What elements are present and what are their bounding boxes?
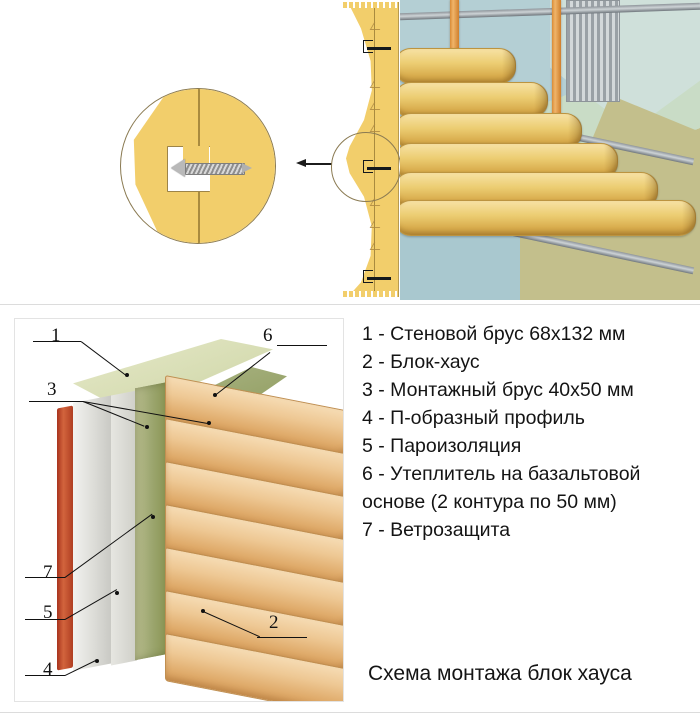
arrow-head	[296, 159, 306, 167]
detail-indicator-circle	[331, 132, 401, 202]
strip-torn-edge-bottom	[343, 291, 397, 297]
board-cross-section-strip	[331, 2, 401, 297]
log-plank	[400, 200, 696, 236]
callout-leader-2	[257, 637, 307, 639]
callout-dot-4	[95, 659, 99, 663]
strip-fastener-top	[363, 40, 391, 53]
bottom-panel: 1 3 6 7 5 4	[0, 306, 700, 721]
log-plank	[400, 82, 548, 118]
screw-bar-icon	[367, 277, 391, 281]
screw-bar-icon	[367, 47, 391, 51]
bottom-divider	[0, 712, 700, 713]
callout-dot-7	[151, 515, 155, 519]
callout-dot-3a	[145, 425, 149, 429]
wall-assembly-layers	[15, 319, 343, 701]
strip-torn-edge-top	[343, 2, 397, 8]
legend-item-3: 3 - Монтажный брус 40х50 мм	[362, 379, 634, 401]
screw-thread-icon	[185, 163, 245, 175]
figure-caption: Схема монтажа блок хауса	[368, 662, 632, 685]
zoom-arrow-icon	[296, 159, 332, 168]
callout-label-2: 2	[269, 612, 279, 633]
callout-label-7: 7	[43, 562, 53, 583]
log-plank	[400, 48, 516, 84]
callout-dot-2	[201, 609, 205, 613]
legend-list: 1 - Стеновой брус 68х132 мм 2 - Блок-хау…	[362, 320, 692, 544]
bracket-icon	[363, 270, 373, 283]
vapour-barrier-layer	[73, 395, 113, 671]
legend-item-5: 5 - Пароизоляция	[362, 435, 522, 457]
u-profile-layer	[57, 405, 73, 671]
blockhouse-3d-render	[400, 0, 700, 300]
arrow-shaft	[304, 163, 332, 165]
vertical-batten	[552, 0, 561, 185]
callout-leader-5	[25, 619, 65, 621]
legend-item-7: 7 - Ветрозащита	[362, 519, 511, 541]
callout-dot-6	[213, 393, 217, 397]
screw-tip-icon	[242, 163, 252, 173]
strip-fastener-bottom	[363, 270, 391, 283]
screw-head-icon	[171, 159, 185, 177]
callout-leader-7	[25, 577, 65, 579]
callout-leader-3	[29, 401, 83, 403]
callout-leader-6	[277, 345, 327, 347]
callout-dot-3b	[207, 421, 211, 425]
wall-assembly-figure: 1 3 6 7 5 4	[14, 318, 344, 702]
callout-dot-5	[115, 591, 119, 595]
callout-leader-1	[33, 341, 81, 343]
top-illustration-panel	[0, 0, 700, 305]
panel-divider	[0, 304, 700, 305]
callout-label-1: 1	[51, 325, 61, 346]
legend-item-6-cont: основе (2 контура по 50 мм)	[362, 491, 617, 513]
legend-item-4: 4 - П-образный профиль	[362, 407, 585, 429]
callout-label-6: 6	[263, 325, 273, 346]
legend-item-1: 1 - Стеновой брус 68х132 мм	[362, 323, 626, 345]
callout-label-4: 4	[43, 659, 53, 680]
fastening-detail-circle	[120, 88, 276, 244]
blockhouse-siding	[165, 375, 343, 701]
callout-dot-1	[125, 373, 129, 377]
callout-leader-4	[25, 675, 65, 677]
bracket-icon	[363, 40, 373, 53]
callout-label-5: 5	[43, 602, 53, 623]
legend-item-6: 6 - Утеплитель на базальтовой	[362, 463, 641, 485]
metal-grill	[566, 0, 620, 102]
callout-label-3: 3	[47, 379, 57, 400]
legend-item-2: 2 - Блок-хаус	[362, 351, 480, 373]
